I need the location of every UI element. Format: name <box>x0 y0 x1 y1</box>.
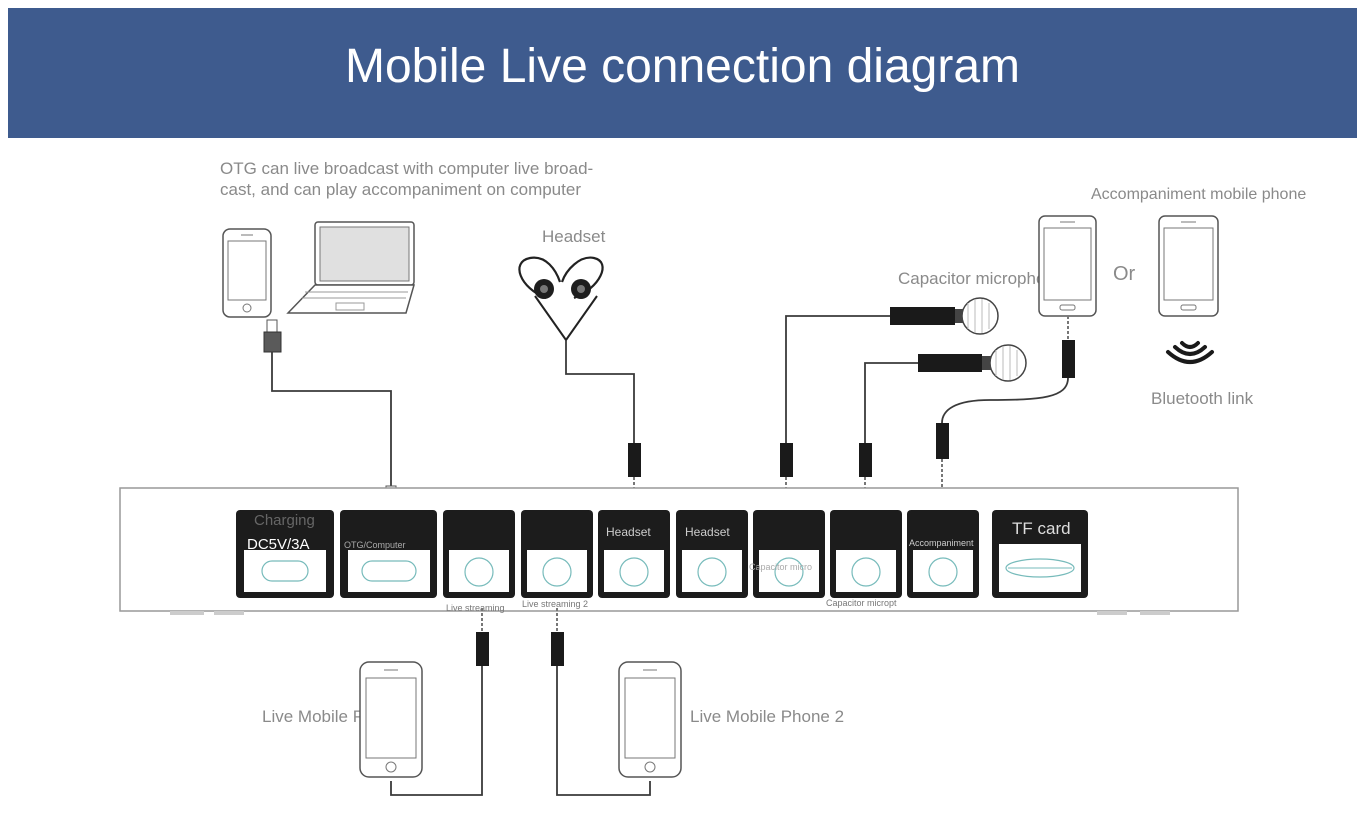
or-label: Or <box>1113 263 1136 285</box>
headset-label: Headset <box>542 227 606 246</box>
live-phone-1-icon <box>359 661 423 778</box>
bluetooth-wave-icon <box>1166 341 1214 364</box>
port-capacitor-micro-2 <box>830 510 902 598</box>
port-headset-1-label: Headset <box>606 525 651 539</box>
accompaniment-phone-label: Accompaniment mobile phone <box>1091 186 1307 203</box>
live-phone-2-label: Live Mobile Phone 2 <box>690 707 845 726</box>
port-tf-card: TF card <box>992 510 1088 598</box>
live-phone-1-cable <box>390 608 489 796</box>
port-live-streaming-1 <box>443 510 515 598</box>
bluetooth-phone-icon <box>1158 215 1219 317</box>
port-live-streaming-2 <box>521 510 593 598</box>
capacitor-microphone-2-icon <box>859 344 1027 506</box>
otg-phone-icon <box>222 228 272 318</box>
under-label-live-streaming-1: Live streaming <box>446 603 505 613</box>
port-accompaniment-label: Accompaniment <box>909 538 974 548</box>
port-capacitor-micro-1: Capacitor micro <box>749 510 825 598</box>
live-phone-2-cable <box>551 608 651 796</box>
live-phone-2-icon <box>618 661 682 778</box>
otg-note-line2: cast, and can play accompaniment on comp… <box>220 180 581 199</box>
capacitor-microphone-label: Capacitor microphone <box>898 269 1065 288</box>
port-headset-1: Headset <box>598 510 670 598</box>
port-capacitor-label: Capacitor micro <box>749 562 812 572</box>
port-otg-label: OTG/Computer <box>344 540 406 550</box>
port-headset-2-label: Headset <box>685 525 730 539</box>
port-charging-label: Charging <box>254 512 315 529</box>
port-charging-sublabel: DC5V/3A <box>247 536 310 553</box>
laptop-icon <box>286 221 415 314</box>
port-accompaniment: Accompaniment <box>907 510 979 598</box>
otg-note-line1: OTG can live broadcast with computer liv… <box>220 159 594 178</box>
under-label-capacitor: Capacitor micropt <box>826 598 897 608</box>
page-title: Mobile Live connection diagram <box>344 39 1021 93</box>
port-tf-card-label: TF card <box>1012 519 1071 538</box>
headset-icon <box>518 256 641 506</box>
accompaniment-phone-icon <box>936 215 1097 490</box>
port-charging: Charging DC5V/3A <box>236 510 334 598</box>
under-label-live-streaming-2: Live streaming 2 <box>522 599 588 609</box>
capacitor-microphone-1-icon <box>780 297 999 506</box>
port-otg-computer: OTG/Computer <box>340 510 437 598</box>
port-headset-2: Headset <box>676 510 748 598</box>
bluetooth-link-label: Bluetooth link <box>1151 389 1254 408</box>
title-banner: Mobile Live connection diagram <box>8 8 1357 138</box>
usb-cable <box>263 319 397 499</box>
